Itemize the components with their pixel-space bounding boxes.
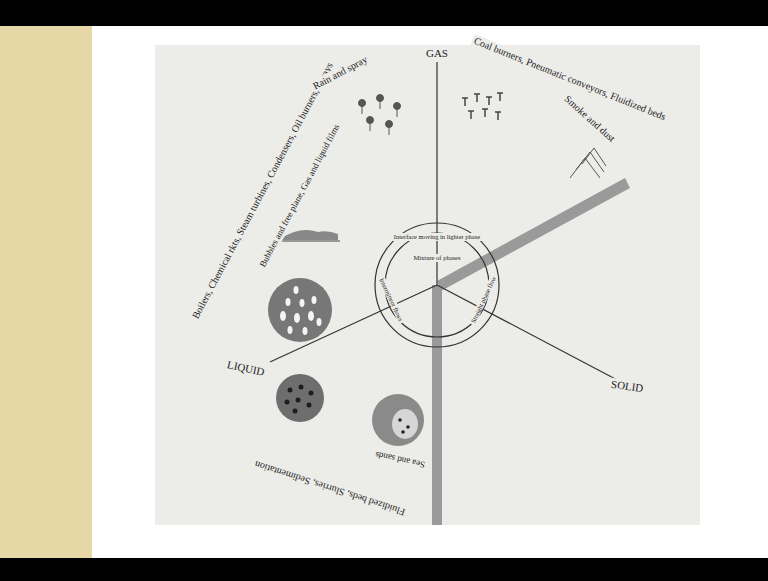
phase-label: GAS <box>424 47 450 59</box>
phase-label: Interface moving in lighter phase <box>392 233 482 240</box>
sand-heap <box>570 148 606 178</box>
drop-symbols <box>359 95 401 136</box>
bottom-bar <box>0 558 768 581</box>
phase-label: Mixture of phases <box>412 254 463 261</box>
sand-blob <box>372 394 424 446</box>
bubble-blob <box>268 278 332 342</box>
phase-axes <box>270 62 640 392</box>
slurry-blob <box>276 374 324 422</box>
liquid-film <box>280 230 340 241</box>
top-bar <box>0 0 768 26</box>
diagram-ground <box>155 45 700 525</box>
side-strip <box>0 26 92 558</box>
grey-band <box>432 285 442 525</box>
dust-symbols <box>462 93 503 120</box>
